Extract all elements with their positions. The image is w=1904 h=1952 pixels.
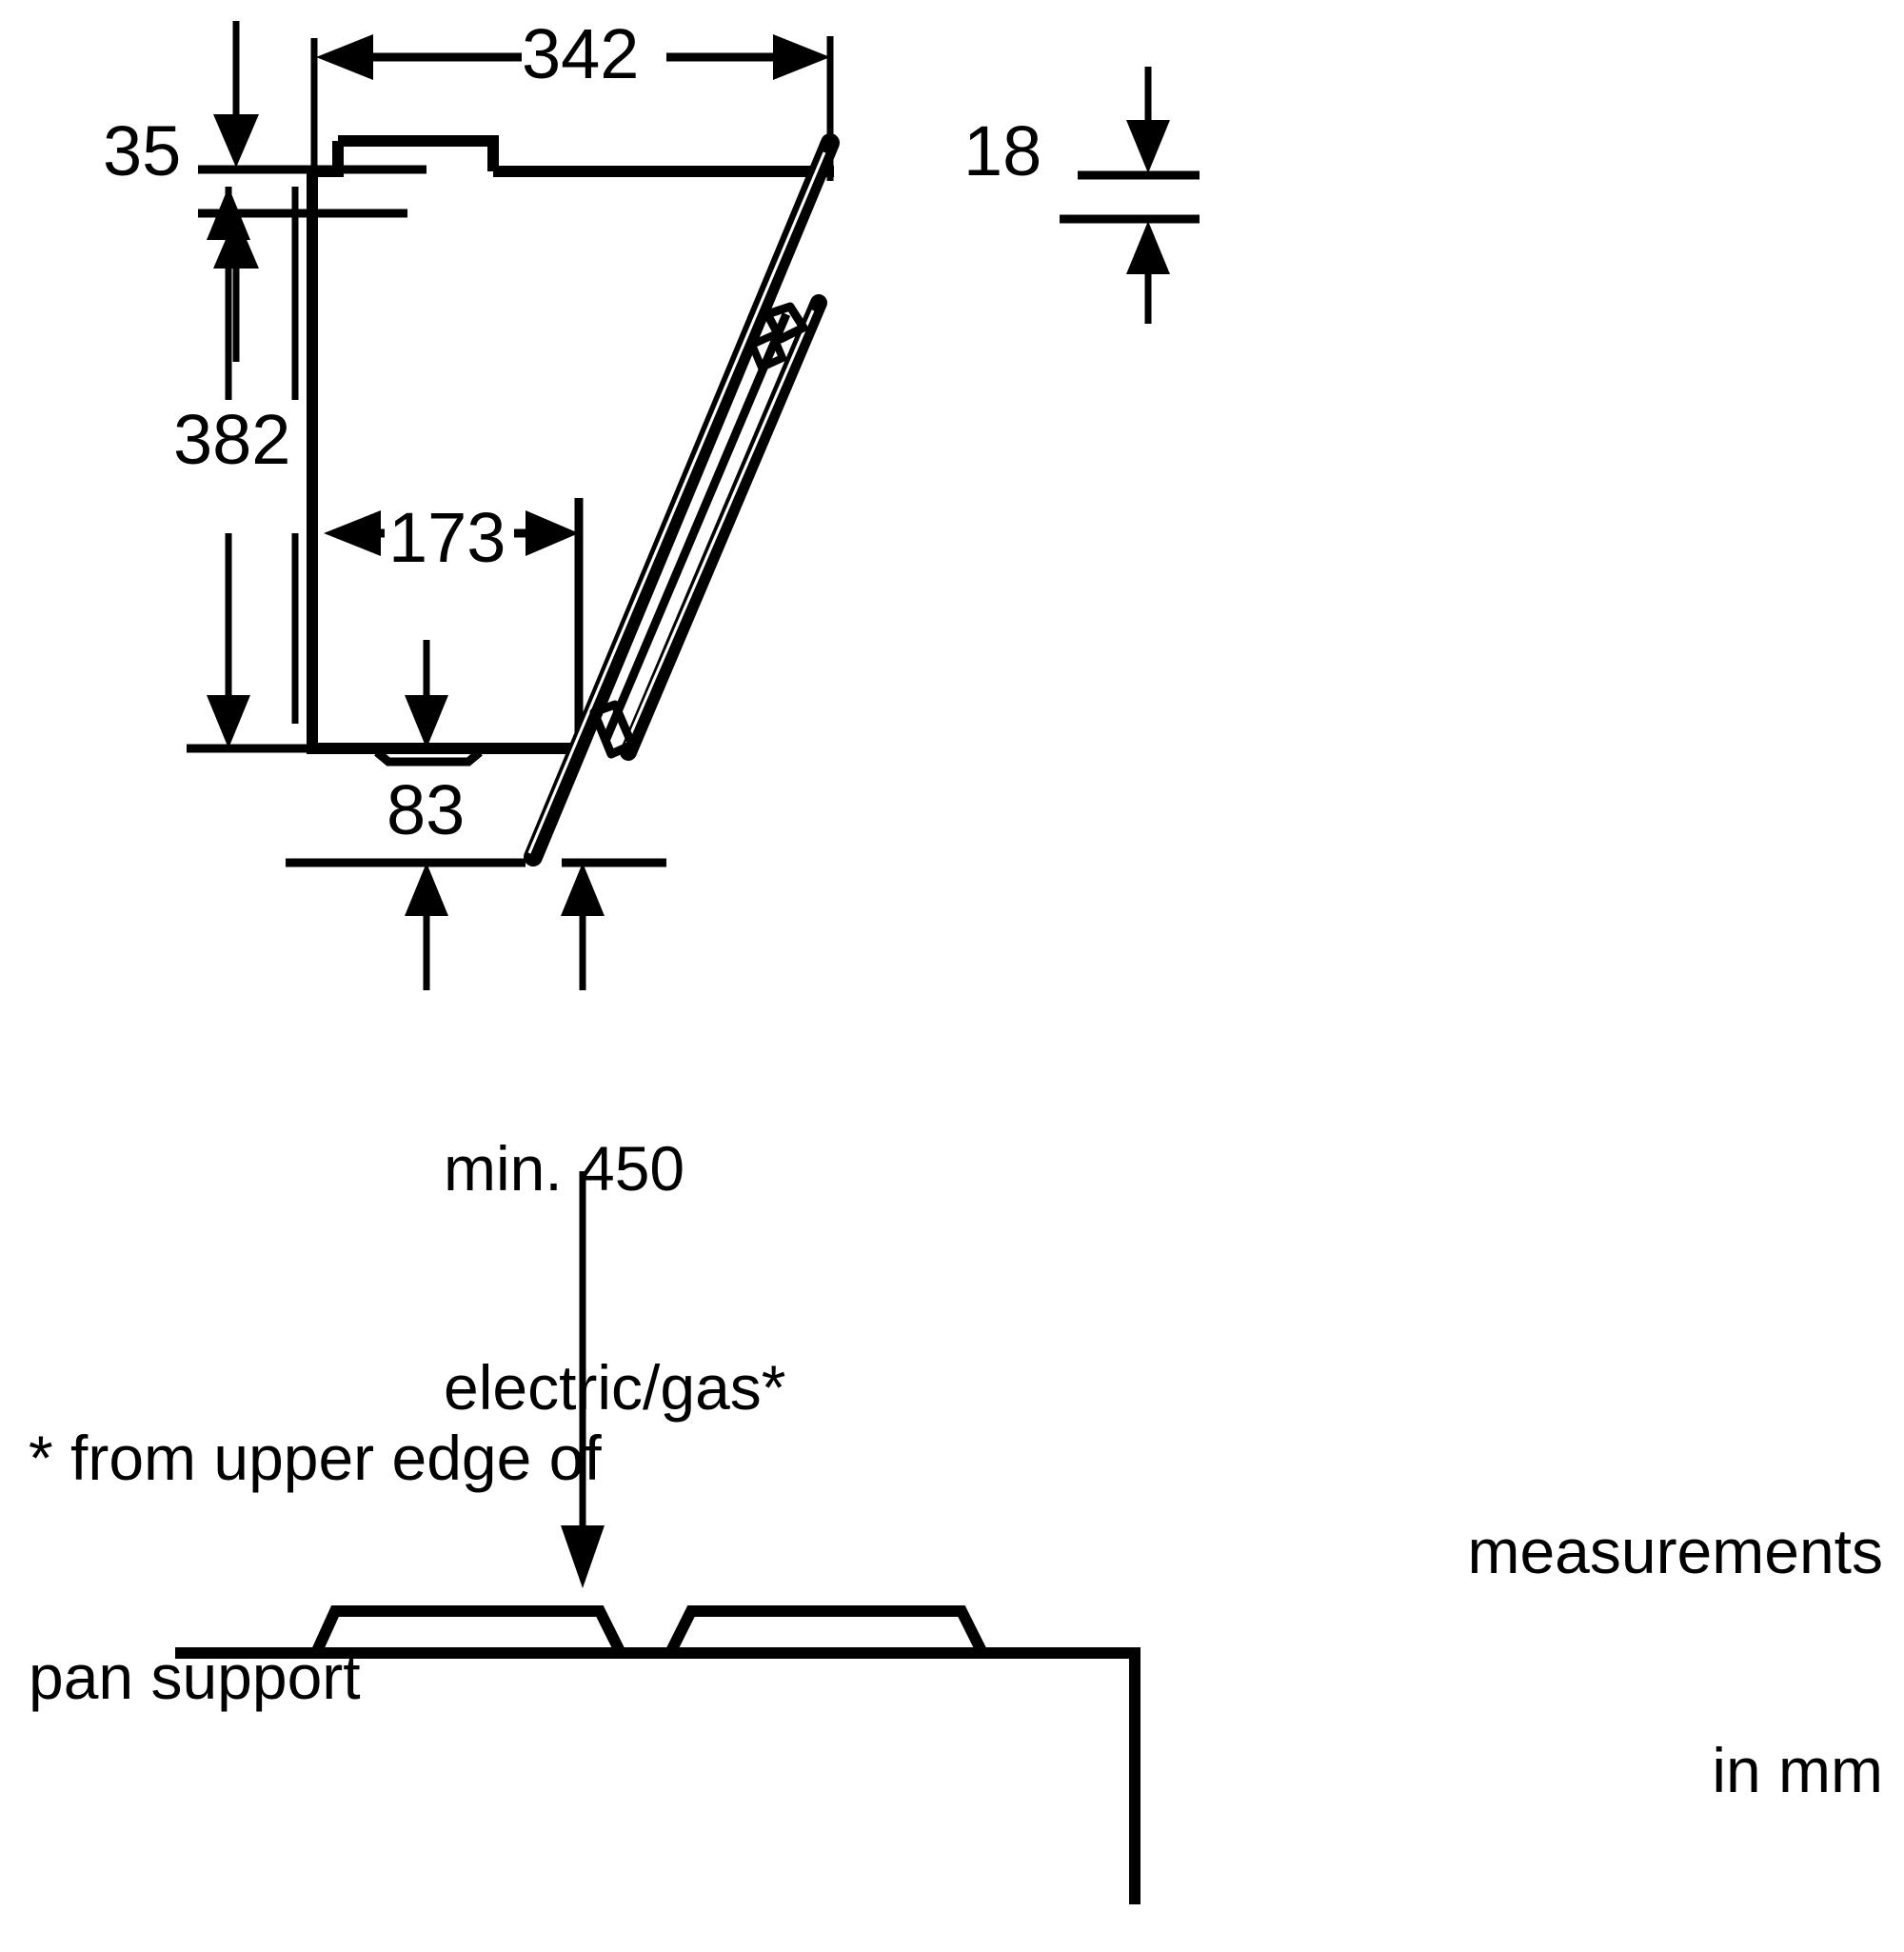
hood-dimension-drawing [175,21,1200,1904]
dimension-83-baseline [286,858,666,990]
clearance-note-line2: electric/gas* [444,1351,786,1423]
dimension-label-382: 382 [173,400,291,479]
dimension-label-83: 83 [387,770,466,849]
dimension-label-342: 342 [522,14,640,93]
footnote-line1: * from upper edge of [29,1423,602,1494]
units-note: measurements in mm [1198,1369,1883,1952]
clearance-note: min. 450 electric/gas* [444,986,786,1569]
units-note-line2: in mm [1712,1734,1883,1805]
units-note-line1: measurements [1467,1516,1883,1587]
clearance-note-line1: min. 450 [444,1133,685,1205]
dimension-label-18: 18 [963,111,1042,190]
dimension-18 [1060,67,1200,324]
dimension-label-35: 35 [103,111,182,190]
footnote: * from upper edge of pan support [29,1276,602,1859]
hob-cooktop [175,1605,1140,1904]
dimension-342 [310,34,834,181]
clearance-arrow-450 [561,1171,605,1588]
inclined-glass-panel [524,133,840,866]
footnote-line2: pan support [29,1641,361,1712]
filter-channel-assembly [589,185,827,761]
technical-drawing-sheet: 35 342 18 382 173 83 min. 450 electric/g… [29,14,1883,1904]
dimension-label-173: 173 [388,498,506,577]
dimension-173 [324,498,584,752]
dimension-83-arrow [405,640,448,748]
hood-body-outline [187,135,834,767]
